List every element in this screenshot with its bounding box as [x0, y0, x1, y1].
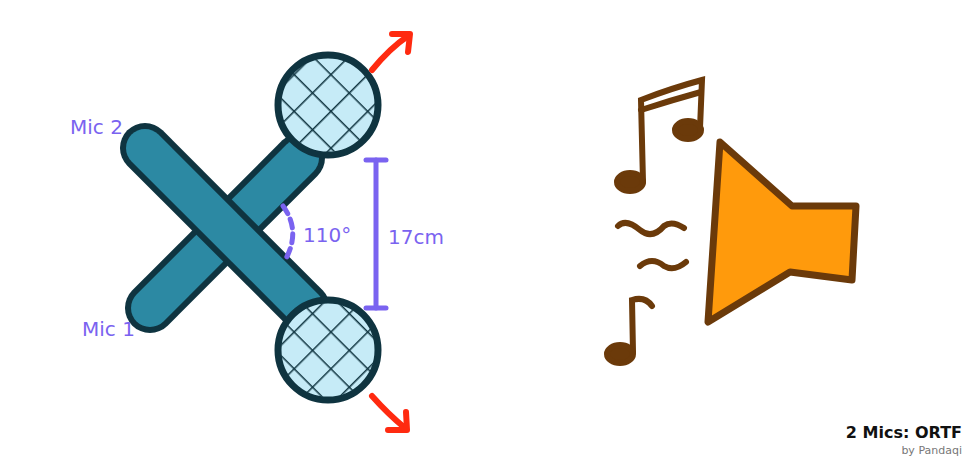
speaker — [708, 142, 856, 322]
mic-body — [145, 148, 305, 308]
credit-note: by Pandaqi — [901, 445, 962, 457]
caption: 2 Mics: ORTF — [846, 424, 962, 442]
music-notes — [607, 80, 702, 363]
dimension-label: 17cm — [388, 226, 444, 248]
dimension-bar — [366, 160, 386, 308]
angle-label: 110° — [303, 224, 351, 246]
mic-label: Mic 1 — [82, 318, 135, 340]
angle-arc — [283, 206, 293, 262]
direction-arrow — [372, 34, 410, 70]
direction-arrow — [372, 396, 407, 430]
mic-label: Mic 2 — [70, 116, 123, 138]
